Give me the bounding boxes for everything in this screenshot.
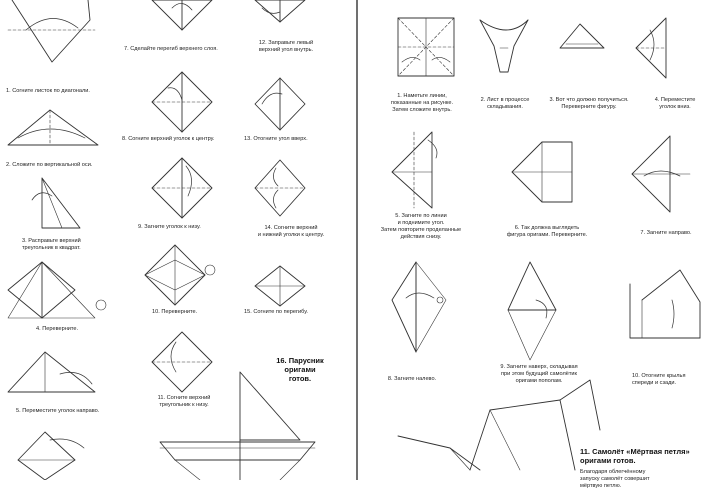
step-4-diagram [7, 261, 107, 319]
plane-step-1-caption: 1. Наметьте линии, показанные на рисунке… [390, 93, 454, 113]
step-13-diagram [254, 77, 306, 131]
plane-step-7-caption: 7. Загните направо. [640, 230, 692, 236]
step-2-caption: 2. Сложите по вертикальной оси. [6, 162, 93, 168]
plane-step-5-diagram [391, 131, 438, 209]
step-3-diagram [31, 177, 81, 229]
plane-step-10-diagram [629, 269, 701, 339]
step-11-diagram [151, 331, 213, 393]
step-5-caption: 5. Переместите уголок направо. [16, 408, 100, 414]
step-13-caption: 13. Отогните угол вверх. [244, 136, 308, 142]
plane-step-9-diagram [507, 261, 557, 361]
plane-step-5-caption: 5. Загните по линии и поднимите угол. За… [380, 213, 462, 240]
step-11-caption: 11. Согните верхний треугольник к низу. [157, 395, 211, 408]
plane-step-2-diagram [479, 19, 529, 73]
plane-step-8-caption: 8. Загните налево. [387, 376, 437, 382]
step-7-caption: 7. Сделайте перегиб верхнего слоя. [124, 46, 218, 52]
step-2-diagram [7, 109, 99, 146]
step-12-diagram [254, 0, 306, 23]
plane-step-7-diagram [631, 135, 691, 213]
step-14-caption: 14. Согните верхний и нижний уголки к це… [257, 225, 325, 238]
step-10-diagram [144, 244, 216, 306]
step-9-diagram [151, 157, 213, 219]
sailboat-diagram [159, 371, 316, 480]
step-15-diagram [254, 265, 306, 307]
step-9-caption: 9. Загните уголок к низу. [138, 224, 201, 230]
plane-step-8-diagram [391, 261, 447, 353]
plane-step-6-caption: 6. Так должна выглядеть фигура оригами. … [506, 225, 588, 238]
plane-step-10-caption: 10. Отогните крылья спереди и сзади. [632, 373, 686, 386]
step-15-caption: 15. Согните по перегибу. [244, 309, 308, 315]
step-8-diagram [151, 71, 213, 133]
instructions-illustrations [7, 0, 701, 480]
plane-step-3-diagram [559, 23, 605, 49]
step-10-caption: 10. Переверните. [152, 309, 198, 315]
step-5-diagram [7, 351, 96, 393]
step-14-diagram [254, 159, 306, 217]
step-6-diagram [17, 431, 85, 480]
step-1-caption: 1. Согните листок по диагонали. [6, 88, 90, 94]
plane-step-1-diagram [397, 17, 455, 77]
step-1-diagram [7, 0, 96, 63]
sailboat-title: 16. Парусник оригами готов. [276, 356, 324, 383]
plane-final-title: 11. Самолёт «Мёртвая петля» оригами гото… [580, 447, 690, 465]
step-4-caption: 4. Переверните. [36, 326, 79, 332]
step-8-caption: 8. Согните верхний уголок к центру. [122, 136, 215, 142]
plane-step-2-caption: 2. Лист в процессе складывания. [480, 97, 530, 110]
plane-step-4-caption: 4. Переместите уголок вниз. [654, 97, 696, 110]
step-12-caption: 12. Заправьте левый верхний угол внутрь. [258, 40, 314, 53]
plane-step-4-diagram [635, 17, 667, 79]
plane-final-diagram [397, 379, 601, 471]
plane-step-3-caption: 3. Вот что должно получиться. Перевернит… [549, 97, 629, 110]
step-3-caption: 3. Расправьте верхний треугольник в квад… [22, 238, 81, 251]
plane-step-6-diagram [511, 141, 573, 203]
step-7-diagram [151, 0, 213, 31]
plane-step-9-caption: 9. Загните наверх, складывая при этом бу… [500, 364, 578, 384]
